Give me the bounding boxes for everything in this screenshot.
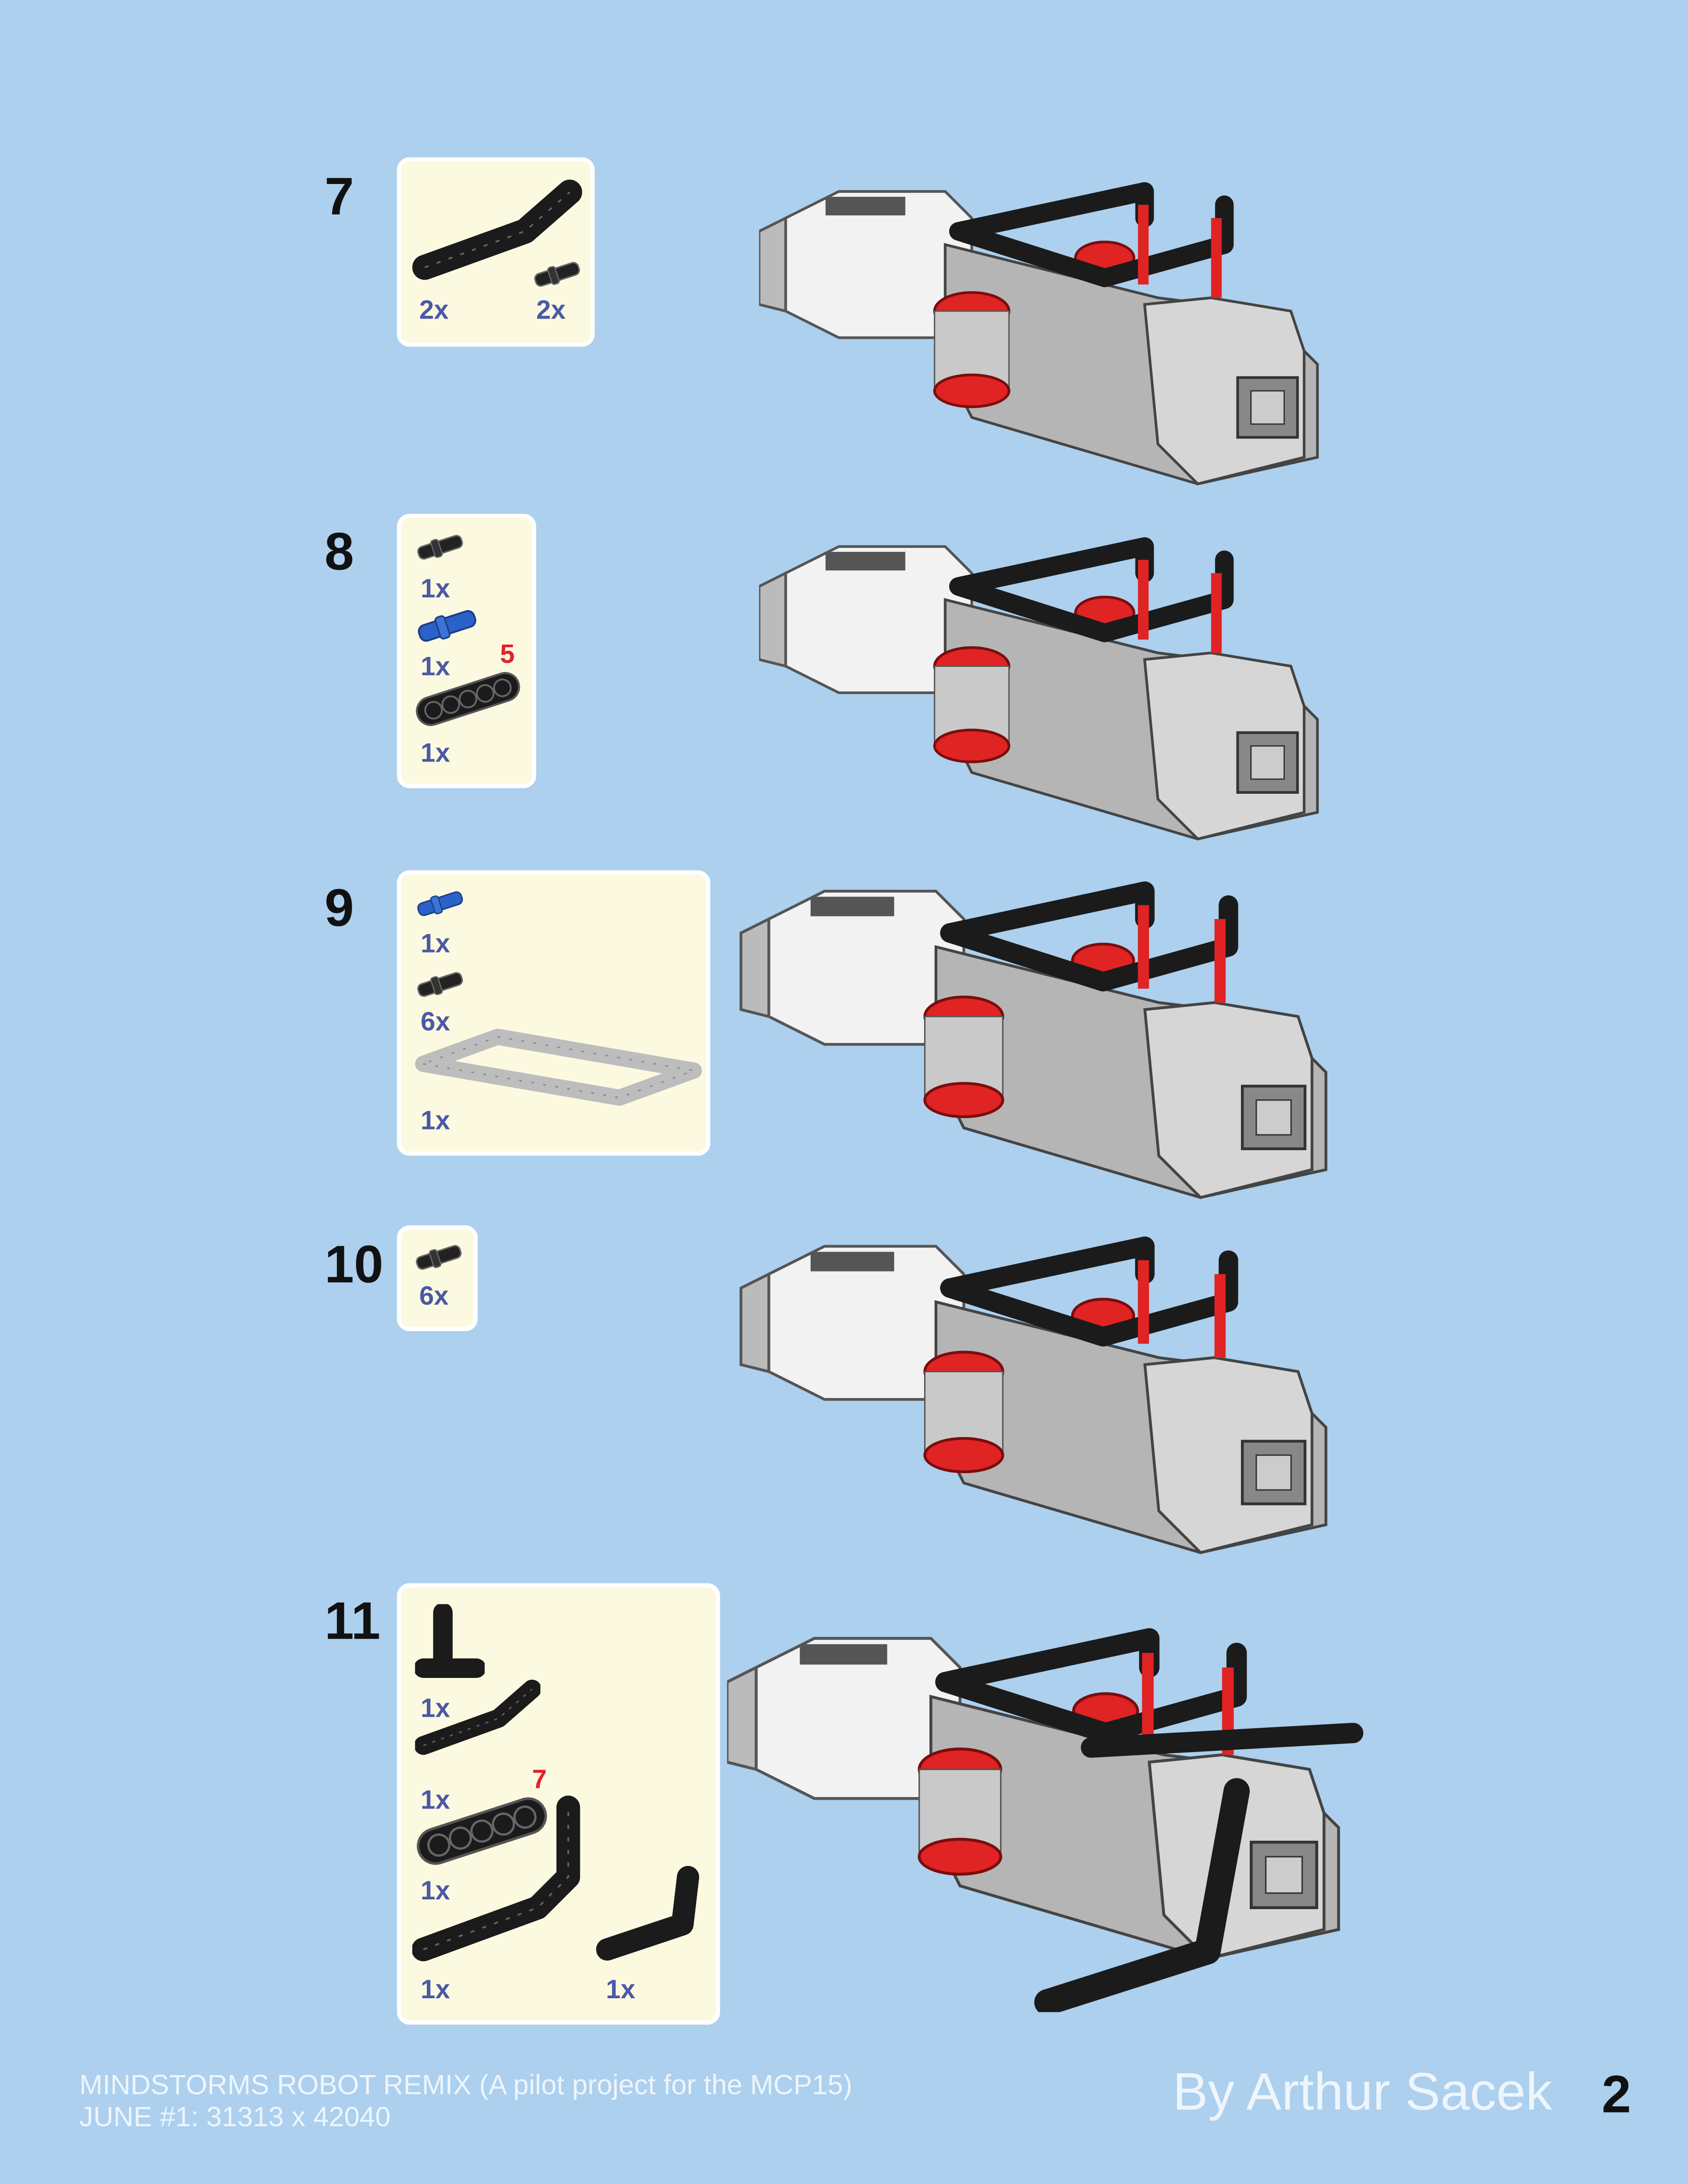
footer-set-info: JUNE #1: 31313 x 42040 (79, 2102, 391, 2133)
part-quantity: 6x (421, 1008, 450, 1038)
part-quantity: 1x (421, 930, 450, 960)
blue-pin-icon (415, 610, 479, 642)
part-quantity: 2x (536, 296, 566, 326)
beam-length-callout: 7 (532, 1765, 547, 1795)
parts-box-step-11: 1x 1x 7 1x 1x 1x (397, 1583, 720, 2025)
parts-box-step-7: 2x 2x (397, 157, 595, 347)
part-quantity: 1x (421, 739, 450, 769)
grey-frame-icon (412, 1017, 705, 1111)
robot-assembly-step-10 (727, 1232, 1368, 1566)
robot-assembly-step-8 (759, 529, 1344, 856)
part-quantity: 1x (421, 1877, 450, 1906)
long-bent-beam-icon (412, 1794, 593, 1974)
robot-assembly-step-9 (727, 877, 1368, 1211)
parts-box-step-10: 6x (397, 1225, 478, 1332)
bent-beam-icon (415, 1662, 540, 1774)
beam-length-callout: 5 (500, 640, 515, 670)
step-number: 11 (324, 1593, 381, 1652)
footer-title: MINDSTORMS ROBOT REMIX (A pilot project … (79, 2070, 853, 2101)
blue-pin-icon (415, 891, 465, 916)
part-quantity: 1x (421, 1786, 450, 1816)
part-quantity: 1x (421, 575, 450, 604)
black-pin-icon (414, 1245, 464, 1270)
step-number: 8 (324, 523, 354, 582)
part-quantity: 2x (419, 296, 449, 326)
part-quantity: 1x (605, 1976, 635, 2005)
part-quantity: 1x (421, 1694, 450, 1724)
step-number: 10 (324, 1236, 383, 1295)
robot-assembly-step-11 (727, 1587, 1364, 2012)
parts-box-step-8: 1x 1x 5 1x (397, 514, 537, 788)
parts-box-step-9: 1x 6x 1x (397, 870, 711, 1156)
black-pin-icon (532, 262, 583, 287)
author-credit: By Arthur Sacek (1173, 2064, 1553, 2122)
black-pin-icon (415, 972, 465, 997)
step-number: 9 (324, 880, 354, 939)
part-quantity: 1x (421, 1976, 450, 2005)
robot-assembly-step-7 (759, 174, 1344, 502)
black-pin-icon (415, 535, 465, 560)
l-beam-icon (596, 1866, 707, 1963)
part-quantity: 1x (421, 1107, 450, 1137)
step-number: 7 (324, 168, 354, 227)
part-quantity: 1x (421, 653, 450, 683)
footer-project-info: MINDSTORMS ROBOT REMIX (A pilot project … (79, 2071, 852, 2135)
part-quantity: 6x (419, 1282, 449, 1312)
page-number: 2 (1602, 2066, 1632, 2125)
beam-icon (412, 671, 523, 727)
